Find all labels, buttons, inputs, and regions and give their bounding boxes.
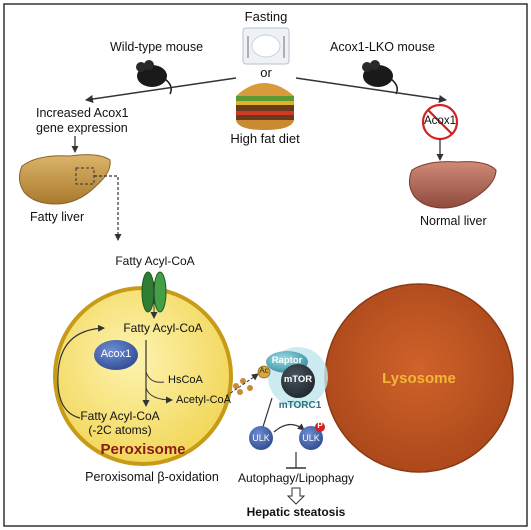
phosphorylation-arrow [273,423,305,433]
liver-icon [18,154,111,205]
acox1-label: Acox1 [100,348,132,360]
ulk-inactive [249,426,273,450]
expression-line-1: Increased Acox1 [36,106,129,120]
or-label: or [260,65,272,80]
acox1-enzyme [94,340,138,370]
arrow-to-wildtype [85,77,237,103]
burger-icon [236,83,294,130]
mtorc1-to-ulk [261,397,273,431]
acetyl-flux [225,373,259,397]
acetyl-dots [233,378,253,395]
mtor [281,364,315,398]
process-label: Peroxisomal β-oxidation [85,470,219,484]
fasting-label: Fasting [244,9,288,24]
outcome-arrow [286,487,306,505]
shortened-line-2: (-2C atoms) [88,423,152,437]
mouse-icon [362,60,398,95]
normal-liver-label: Normal liver [420,214,487,228]
phospho-mark [315,422,325,432]
outer-substrate-label: Fatty Acyl-CoA [115,254,195,268]
crossed-gene-label: Acox1 [424,115,456,127]
shortened-line-1: Fatty Acyl-CoA [80,409,160,423]
high-fat-diet-label: High fat diet [230,131,300,146]
prohibition-icon [421,103,459,141]
mouse-icon [136,60,172,95]
arrow-to-knockout [295,77,447,103]
ulk-right-label: ULK [302,433,320,443]
recycle-loop [57,324,105,419]
ac-mark [257,365,271,379]
ulk-phosphorylated [299,426,323,450]
lysosome-name: Lysosome [382,370,456,387]
outcome-label: Hepatic steatosis [246,505,346,519]
liver-icon [408,161,497,209]
acetylcoa-curve [145,387,173,404]
ac-label: Ac [259,366,269,375]
knockout-mouse-label: Acox1-LKO mouse [330,40,435,54]
ulk-left-label: ULK [252,433,270,443]
plate-icon [242,27,290,65]
phospho-label: P [317,421,323,430]
zoom-connector [94,175,122,241]
autophagy-label: Autophagy/Lipophagy [237,471,355,485]
expression-line-2: gene expression [36,121,128,135]
inner-substrate-label: Fatty Acyl-CoA [123,321,203,335]
wildtype-mouse-label: Wild-type mouse [110,40,204,54]
transporter-icon [141,271,167,313]
fatty-liver-label: Fatty liver [30,210,85,224]
hscoa-curve [145,371,165,383]
outer-frame [3,3,528,527]
acetylcoa-label: Acetyl-CoA [176,394,232,406]
mtorc1-label: mTORC1 [278,400,322,411]
raptor-label: Raptor [271,355,303,366]
mtor-label: mTOR [283,374,313,385]
peroxisome-name: Peroxisome [100,441,186,458]
hscoa-label: HsCoA [168,374,203,386]
